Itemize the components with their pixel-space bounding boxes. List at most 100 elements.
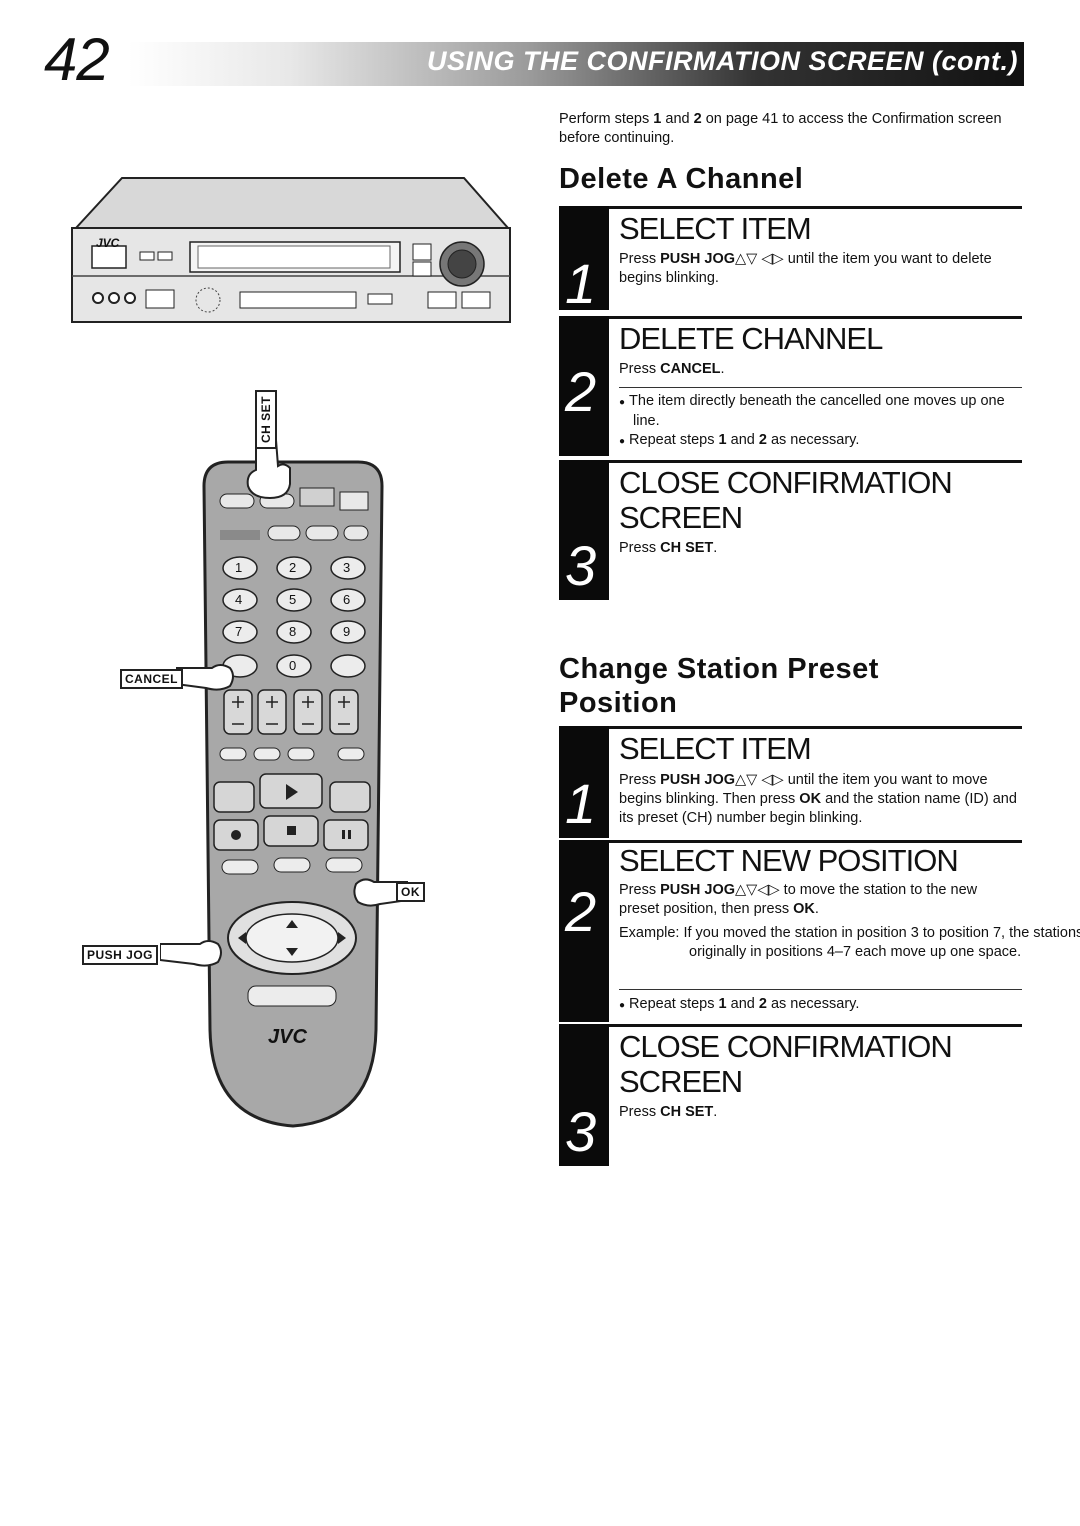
button-ref: OK bbox=[799, 791, 822, 807]
callout-ch-set: CH SET bbox=[255, 390, 277, 450]
arrow-symbols: △▽ ◁▷ bbox=[735, 251, 784, 267]
callout-push-jog: PUSH JOG bbox=[82, 945, 159, 965]
header-bar: USING THE CONFIRMATION SCREEN (cont.) bbox=[128, 42, 1024, 86]
step-rule bbox=[609, 206, 1022, 209]
remote-drawing bbox=[202, 460, 384, 1128]
step-instruction: Press PUSH JOG△▽ ◁▷ until the item you w… bbox=[619, 250, 1019, 288]
step-ref: 2 bbox=[758, 432, 767, 448]
text: . bbox=[713, 1104, 718, 1120]
step-rule bbox=[609, 460, 1022, 463]
step-number: 1 bbox=[565, 772, 597, 835]
step-heading: SCREEN bbox=[619, 500, 743, 535]
key-label: 3 bbox=[343, 560, 351, 575]
button-ref: PUSH JOG bbox=[660, 882, 736, 898]
key-label: 9 bbox=[343, 624, 351, 639]
text: as necessary. bbox=[766, 996, 860, 1012]
key-label: 2 bbox=[289, 560, 297, 575]
step-ref: 1 bbox=[718, 996, 727, 1012]
step-bar: 2 bbox=[559, 840, 609, 1022]
key-label: 4 bbox=[235, 592, 243, 607]
step-heading: CLOSE CONFIRMATION bbox=[619, 1029, 953, 1064]
button-ref: CH SET bbox=[660, 540, 714, 556]
text: Repeat steps bbox=[629, 432, 719, 448]
intro-part: Perform steps bbox=[559, 111, 654, 127]
pointing-hand-icon bbox=[160, 940, 222, 967]
page-number: 42 bbox=[44, 26, 110, 93]
step-number: 3 bbox=[565, 1100, 597, 1163]
text: and the station name (ID) and its preset… bbox=[619, 791, 1017, 826]
arrow-symbols: △▽◁▷ bbox=[735, 882, 780, 898]
header-title: USING THE CONFIRMATION SCREEN (cont.) bbox=[427, 46, 1018, 76]
section-title-change-2: Position bbox=[559, 687, 678, 719]
divider bbox=[619, 387, 1022, 388]
step-heading: CLOSE CONFIRMATION bbox=[619, 465, 953, 500]
step-instruction: Press CH SET. bbox=[619, 539, 1019, 558]
text: Press bbox=[619, 540, 661, 556]
section-title-delete: Delete A Channel bbox=[559, 163, 804, 195]
text: to move the station to the new preset po… bbox=[619, 882, 978, 917]
intro-part: and bbox=[661, 111, 694, 127]
step-number: 2 bbox=[565, 880, 597, 943]
text: and bbox=[726, 996, 759, 1012]
step-bar: 1 bbox=[559, 206, 609, 312]
step-notes: Repeat steps 1 and 2 as necessary. bbox=[619, 995, 1019, 1015]
step-rule bbox=[609, 1024, 1022, 1027]
step-bar: 3 bbox=[559, 460, 609, 600]
step-rule bbox=[609, 840, 1022, 843]
text: Press bbox=[619, 1104, 661, 1120]
step-heading: SELECT ITEM bbox=[619, 211, 812, 246]
step-instruction: Press CANCEL. bbox=[619, 360, 1019, 379]
key-label: 7 bbox=[235, 624, 243, 639]
intro-step-ref: 2 bbox=[693, 111, 702, 127]
text: Press bbox=[619, 882, 661, 898]
section-title-change: Change Station Preset bbox=[559, 653, 879, 685]
pointing-hand-icon bbox=[176, 664, 234, 691]
button-ref: CH SET bbox=[660, 1104, 714, 1120]
remote-illustration: JVC 1 2 3 4 5 6 7 8 9 0 bbox=[188, 390, 398, 1145]
step-rule bbox=[609, 726, 1022, 729]
step-heading: SCREEN bbox=[619, 1064, 743, 1099]
step-notes: The item directly beneath the cancelled … bbox=[619, 392, 1019, 451]
intro-step-ref: 1 bbox=[653, 111, 662, 127]
text: and bbox=[726, 432, 759, 448]
step-bar: 3 bbox=[559, 1024, 609, 1166]
text: . bbox=[713, 540, 718, 556]
step-instruction: Press PUSH JOG△▽◁▷ to move the station t… bbox=[619, 881, 1019, 919]
button-ref: OK bbox=[793, 901, 815, 917]
bullet-note: Repeat steps 1 and 2 as necessary. bbox=[619, 431, 1019, 451]
step-ref: 2 bbox=[758, 996, 767, 1012]
step-ref: 1 bbox=[718, 432, 727, 448]
vcr-illustration: JVC bbox=[68, 172, 518, 337]
divider bbox=[619, 989, 1022, 990]
key-label: 1 bbox=[235, 560, 243, 575]
step-bar: 2 bbox=[559, 316, 609, 456]
text: as necessary. bbox=[766, 432, 860, 448]
text: Press bbox=[619, 772, 661, 788]
step-heading: SELECT ITEM bbox=[619, 731, 812, 766]
text: until the item you want to delete begins… bbox=[619, 251, 992, 286]
step-bar: 1 bbox=[559, 726, 609, 838]
key-label: 6 bbox=[343, 592, 351, 607]
bullet-note: Repeat steps 1 and 2 as necessary. bbox=[619, 995, 1019, 1015]
remote-brand-logo: JVC bbox=[268, 1026, 307, 1048]
step-number: 2 bbox=[565, 360, 597, 423]
arrow-symbols: △▽ ◁▷ bbox=[735, 772, 784, 788]
intro-text: Perform steps 1 and 2 on page 41 to acce… bbox=[559, 110, 1019, 148]
text: until the item you want to move begins b… bbox=[619, 772, 988, 807]
key-label: 0 bbox=[289, 658, 297, 673]
key-label: 8 bbox=[289, 624, 297, 639]
step-instruction: Press PUSH JOG△▽ ◁▷ until the item you w… bbox=[619, 771, 1019, 828]
text: Press bbox=[619, 361, 661, 377]
bullet-note: The item directly beneath the cancelled … bbox=[619, 392, 1019, 431]
vcr-drawing bbox=[71, 177, 511, 323]
button-ref: PUSH JOG bbox=[660, 772, 736, 788]
pointing-hand-icon bbox=[246, 440, 291, 500]
text: Repeat steps bbox=[629, 996, 719, 1012]
step-heading: DELETE CHANNEL bbox=[619, 321, 883, 356]
callout-cancel: CANCEL bbox=[120, 669, 183, 689]
text: . bbox=[814, 901, 819, 917]
button-ref: CANCEL bbox=[660, 361, 721, 377]
step-rule bbox=[609, 316, 1022, 319]
text: Press bbox=[619, 251, 661, 267]
step-instruction: Press CH SET. bbox=[619, 1103, 1019, 1122]
